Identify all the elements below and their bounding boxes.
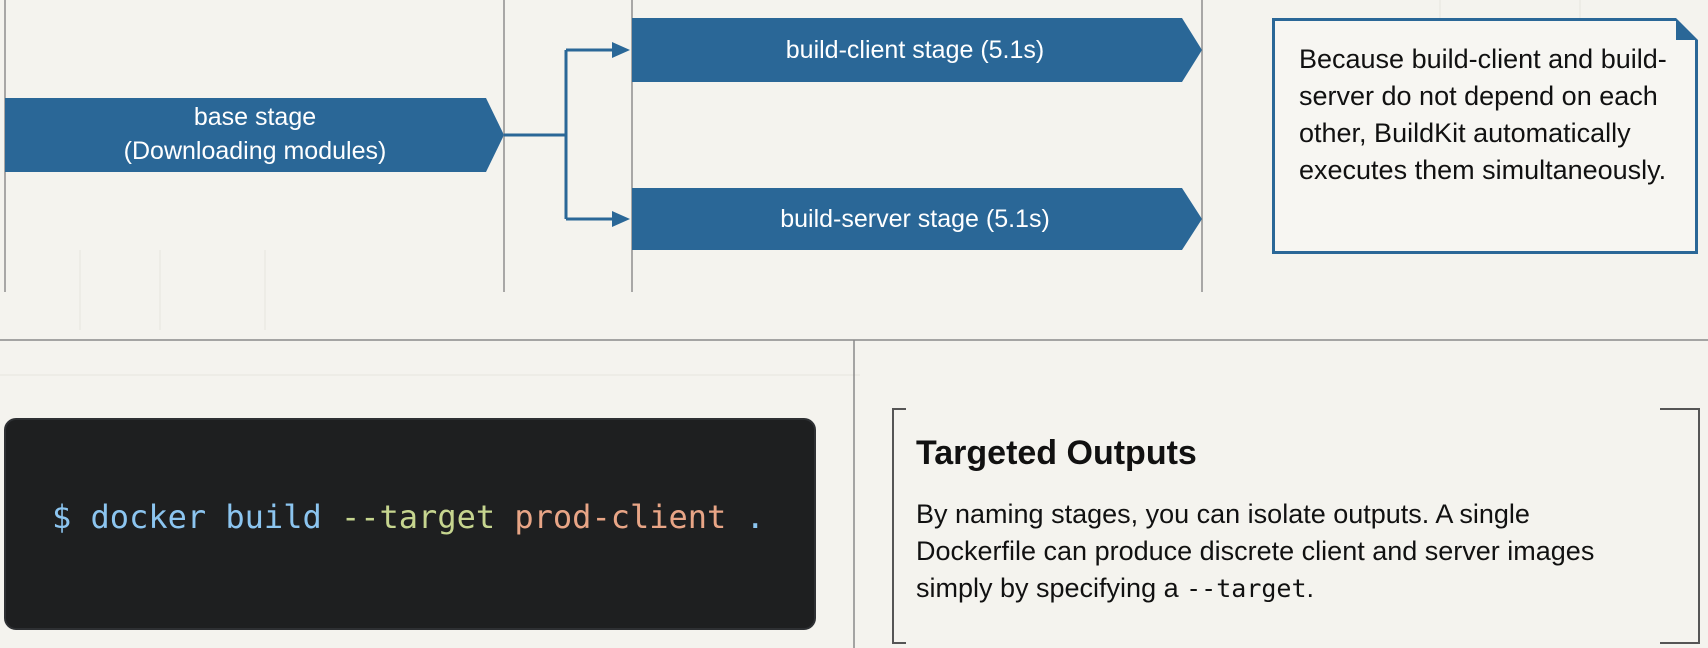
base-stage-bar [5, 98, 504, 172]
callout-fold-corner [1676, 18, 1698, 40]
callout-text: Because build-client and build-server do… [1299, 44, 1667, 185]
terminal-flag: --target [340, 498, 496, 536]
build-server-stage-bar [632, 188, 1202, 250]
targeted-outputs-body: By naming stages, you can isolate output… [916, 496, 1656, 607]
targeted-outputs-panel: Targeted Outputs By naming stages, you c… [892, 408, 1700, 644]
terminal-command: docker build [90, 498, 322, 536]
base-stage-label: base stage (Downloading modules) [20, 100, 490, 168]
build-server-stage-label: build-server stage (5.1s) [780, 205, 1050, 233]
panel-bracket-left [892, 408, 906, 644]
arrowhead-client-icon [612, 42, 630, 58]
parallel-execution-callout: Because build-client and build-server do… [1272, 18, 1698, 254]
terminal-target-value: prod-client [514, 498, 727, 536]
terminal-prompt: $ [52, 498, 72, 536]
background-grid [0, 0, 1581, 376]
panel-bracket-right [1660, 408, 1700, 644]
build-client-stage-label: build-client stage (5.1s) [785, 36, 1045, 64]
terminal-block: $ docker build --target prod-client . [4, 418, 816, 630]
terminal-command-line: $ docker build --target prod-client . [52, 498, 765, 536]
base-stage-subtitle: (Downloading modules) [123, 137, 387, 165]
terminal-build-context: . [745, 498, 765, 536]
build-client-stage-bar [632, 18, 1202, 82]
targeted-outputs-body-text: By naming stages, you can isolate output… [916, 499, 1595, 603]
targeted-outputs-title: Targeted Outputs [916, 434, 1197, 472]
targeted-outputs-body-end: . [1306, 573, 1315, 603]
targeted-outputs-body-code: --target [1186, 574, 1307, 603]
arrowhead-server-icon [612, 211, 630, 227]
dependency-connector [504, 48, 612, 221]
base-stage-title: base stage [193, 103, 317, 131]
